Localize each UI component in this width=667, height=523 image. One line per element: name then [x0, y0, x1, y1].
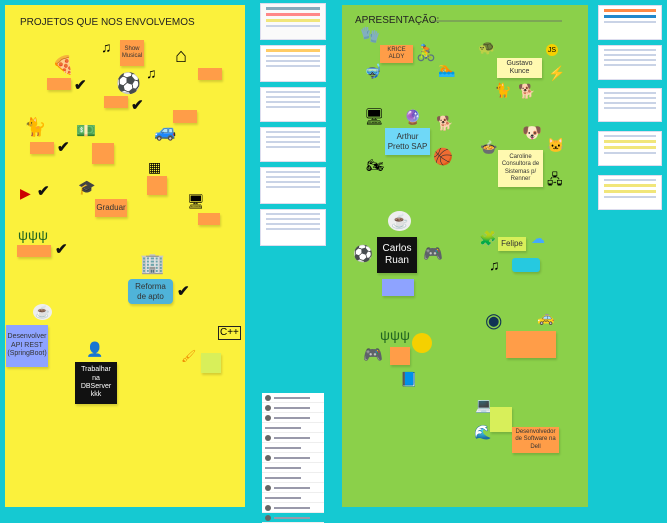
link-text[interactable] [432, 20, 562, 22]
building-icon: 🏢 [140, 253, 165, 275]
check-icon: ✔ [37, 183, 50, 200]
sticky-carlos[interactable]: Carlos Ruan [377, 237, 417, 273]
check-icon: ✔ [131, 97, 144, 114]
gamepad-icon: 🎮 [363, 347, 383, 364]
check-icon: ✔ [55, 241, 68, 258]
board-thumbnail[interactable] [260, 3, 326, 40]
check-icon: ✔ [177, 283, 190, 300]
check-icon: ✔ [74, 77, 87, 94]
sun-icon [412, 333, 432, 353]
sticky-note[interactable] [198, 68, 222, 80]
sticky-note[interactable] [198, 213, 220, 225]
store-icon: ▦ [148, 159, 162, 175]
sticky-reforma-apto[interactable]: Reforma de apto [128, 279, 173, 304]
java-icon: ☕ [33, 304, 52, 320]
desk-icon: 🖥 [187, 193, 205, 209]
cooking-pot-icon: 🍲 [480, 139, 498, 155]
sticky-note[interactable] [147, 176, 167, 195]
glove-icon: 🧤 [360, 27, 380, 44]
house-icon: ⌂ [175, 45, 188, 67]
grass-icon: ψψψ [18, 227, 48, 243]
cat-icon: 🐈 [494, 82, 512, 98]
sticky-arthur[interactable]: Arthur Pretto SAP [385, 128, 430, 155]
soccer-ball-icon: ⚽ [353, 246, 373, 263]
sticky-graduar[interactable]: Graduar [95, 199, 127, 217]
basketball-icon: 🏀 [433, 149, 453, 166]
computer-icon: 🖥 [364, 109, 385, 126]
cloud-upload-icon: ☁ [531, 230, 545, 246]
sticky-felipe[interactable]: Felipe [498, 237, 526, 251]
puzzle-icon: 🧩 [479, 230, 497, 246]
sticky-note[interactable] [490, 407, 512, 432]
sticky-note[interactable] [92, 143, 114, 164]
lightning-icon: ⚡ [548, 65, 566, 81]
sticky-note[interactable] [382, 279, 414, 296]
person-laptop-icon: 👤 [86, 341, 104, 357]
wave-icon: 🌊 [474, 424, 492, 440]
dog-face-icon: 🐶 [522, 125, 542, 142]
car-icon: 🚙 [154, 121, 177, 141]
document-thumbnail[interactable] [260, 209, 326, 246]
board-thumbnail[interactable] [598, 5, 662, 40]
cpp-file-icon: C++ [218, 326, 241, 340]
sticky-dell[interactable]: Desenvolvedor de Software na Dell [512, 427, 559, 453]
sticky-note[interactable] [512, 258, 540, 272]
frame-title: APRESENTAÇÃO: [355, 15, 440, 26]
pizza-icon: 🍕 [52, 55, 75, 75]
sticky-dbserver[interactable]: Trabalhar na DBServer kkk [75, 362, 117, 404]
document-thumbnail[interactable] [598, 45, 662, 80]
music-note-icon: ♫ [489, 257, 500, 273]
sticky-show-musical[interactable]: Show Musical [120, 40, 144, 66]
sticky-api-rest[interactable]: Desenvolver API REST (SpringBoot) [6, 325, 48, 367]
fishbowl-icon: 🐈 [24, 117, 47, 137]
document-thumbnail[interactable] [598, 131, 662, 166]
laptop-icon: 💻 [475, 397, 493, 413]
money-icon: 💵 [76, 123, 96, 140]
sticky-note[interactable] [201, 353, 221, 373]
check-icon: ✔ [57, 139, 70, 156]
java-icon: ☕ [388, 211, 412, 231]
board-thumbnail[interactable] [260, 45, 326, 82]
js-icon: JS [546, 44, 558, 56]
paint-roller-icon: 🖌 [181, 349, 197, 363]
graduation-cap-icon: 🎓 [78, 179, 96, 195]
document-thumbnail[interactable] [260, 87, 326, 122]
snow-globe-icon: 🔮 [404, 109, 422, 125]
participants-list[interactable] [262, 393, 324, 523]
sticky-note[interactable] [390, 347, 410, 365]
sticky-note[interactable] [173, 110, 197, 123]
document-thumbnail[interactable] [598, 175, 662, 210]
sticky-gustavo[interactable]: Gustavo Kunce [497, 58, 542, 78]
document-thumbnail[interactable] [260, 167, 326, 204]
taxi-icon: 🚕 [537, 309, 555, 325]
cat-face-icon: 🐱 [547, 137, 565, 153]
turtle-icon: 🐢 [478, 39, 496, 55]
frame-title: PROJETOS QUE NOS ENVOLVEMOS [20, 17, 195, 28]
grass-icon: ψψψ [380, 327, 410, 343]
swimming-icon: 🏊 [438, 61, 456, 77]
sticky-note[interactable] [47, 78, 71, 90]
sticky-note[interactable] [17, 245, 51, 257]
youtube-icon: ▶ [20, 185, 31, 201]
sticky-note[interactable] [30, 142, 54, 154]
steam-icon: ◉ [485, 310, 503, 332]
network-icon: 🖧 [547, 171, 563, 187]
notepad-icon: 📘 [400, 371, 418, 387]
document-thumbnail[interactable] [260, 127, 326, 162]
document-thumbnail[interactable] [598, 88, 662, 122]
sticky-aldy[interactable]: KRICE ALDY [380, 45, 413, 63]
motorcycle-icon: 🏍 [366, 157, 384, 173]
snorkel-icon: 🤿 [364, 63, 382, 79]
dog-icon: 🐕 [518, 83, 536, 99]
music-note-icon: ♫ [146, 65, 157, 81]
cyclist-icon: 🚴 [416, 45, 436, 62]
music-note-icon: ♫ [101, 39, 112, 55]
gamepad-icon: 🎮 [423, 246, 443, 263]
sticky-note[interactable] [104, 96, 128, 108]
sticky-caroline[interactable]: Caroline Consultora de Sistemas p/ Renne… [498, 150, 543, 187]
soccer-ball-icon: ⚽ [116, 73, 141, 95]
dog-icon: 🐕 [436, 115, 454, 131]
sticky-note[interactable] [506, 331, 556, 358]
